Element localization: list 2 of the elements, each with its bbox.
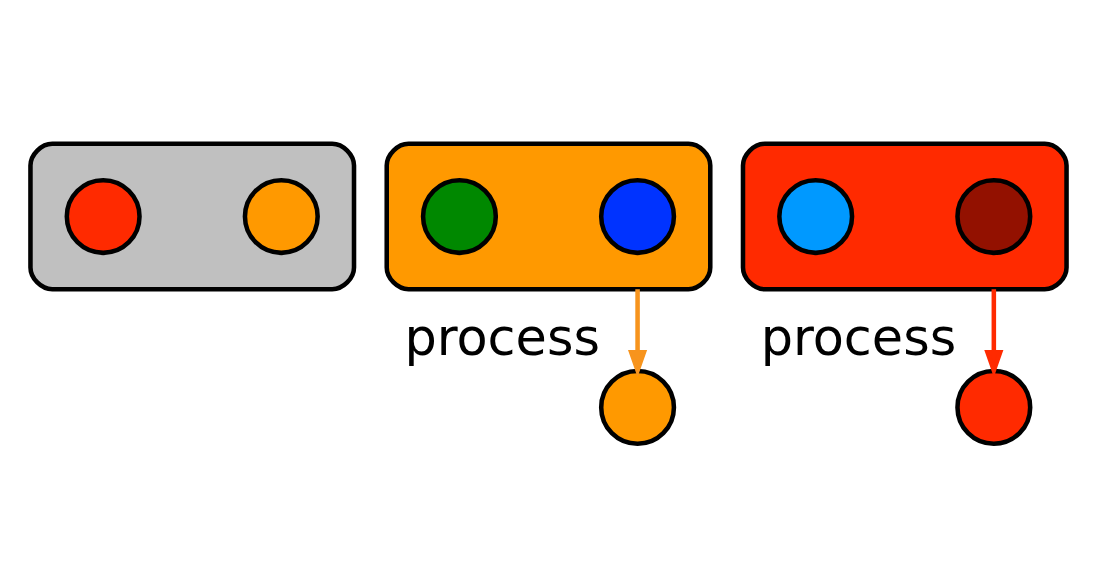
node-label: process: [404, 307, 600, 367]
node-label: process: [760, 307, 957, 367]
